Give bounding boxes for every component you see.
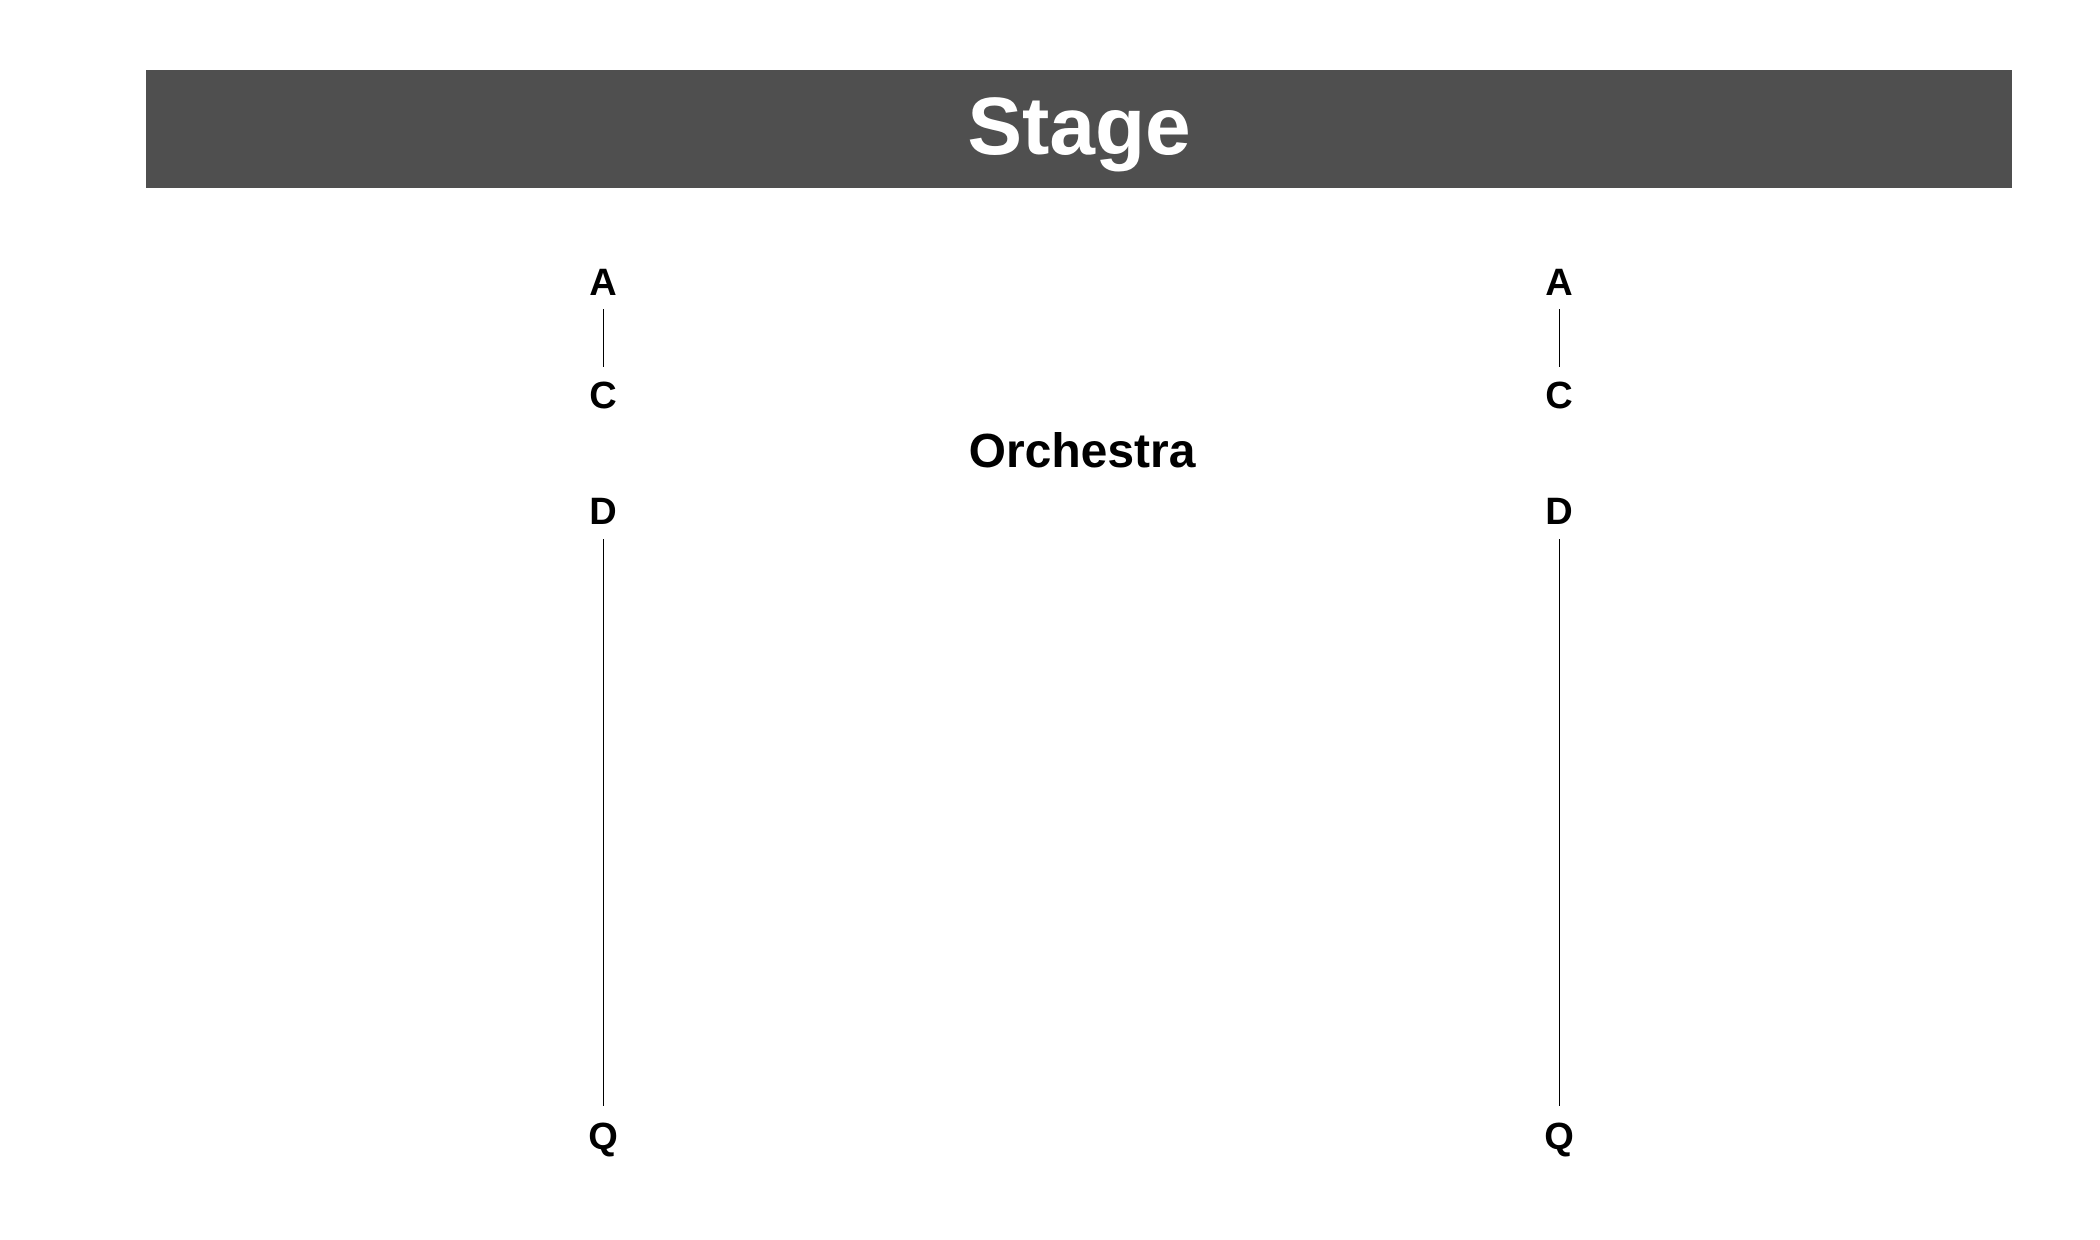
stage-label: Stage xyxy=(967,81,1191,172)
connector-a-c-left xyxy=(603,309,604,367)
connector-d-q-left xyxy=(603,539,604,1106)
row-label-d-right: D xyxy=(1545,491,1573,533)
connector-a-c-right xyxy=(1559,309,1560,367)
row-label-d-left: D xyxy=(589,491,617,533)
row-label-a-right: A xyxy=(1545,262,1573,304)
row-label-c-left: C xyxy=(589,375,617,417)
row-label-q-left: Q xyxy=(588,1116,618,1158)
connector-d-q-right xyxy=(1559,539,1560,1106)
section-label-orchestra: Orchestra xyxy=(968,425,1196,478)
row-label-a-left: A xyxy=(589,262,617,304)
row-label-q-right: Q xyxy=(1544,1116,1574,1158)
row-label-c-right: C xyxy=(1545,375,1573,417)
stage: Stage xyxy=(146,70,2012,188)
